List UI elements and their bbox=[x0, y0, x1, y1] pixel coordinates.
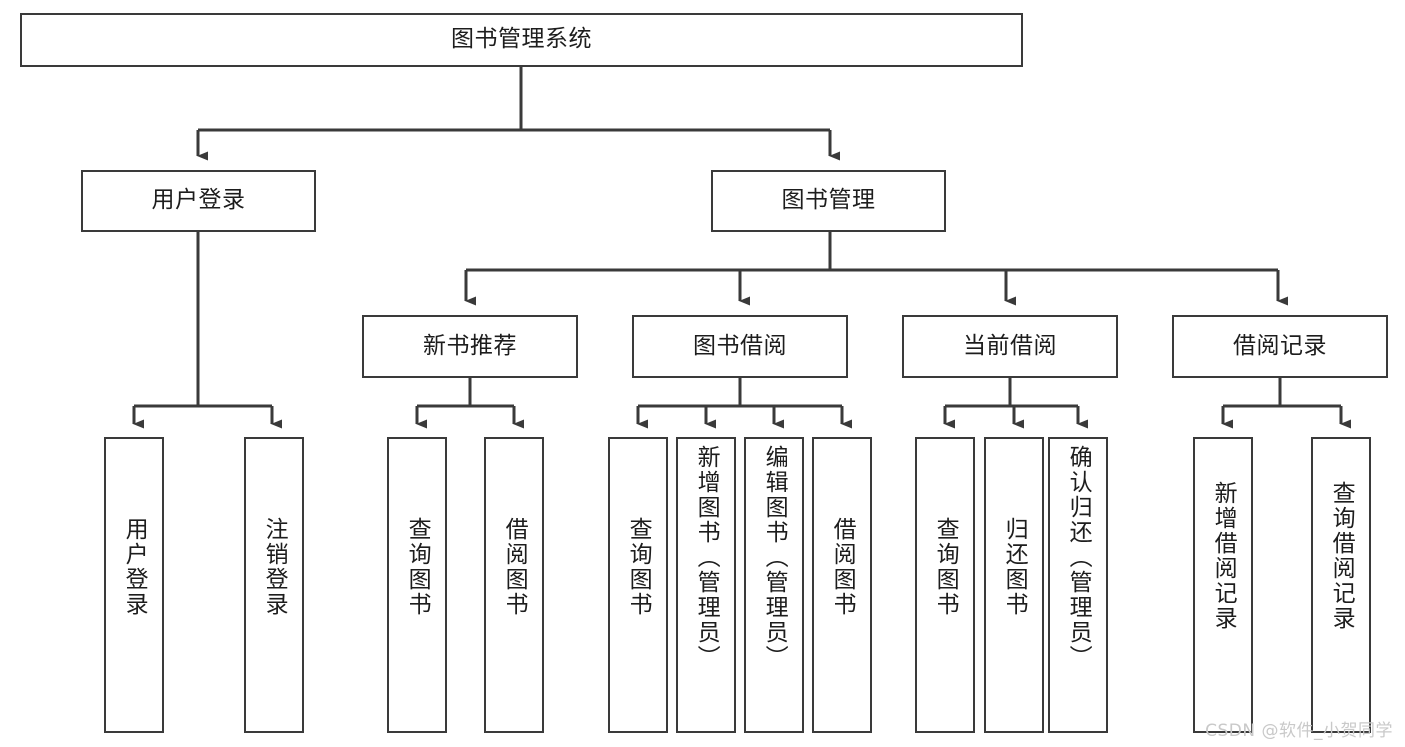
node-leaf-query-record-label: 查询借阅记录 bbox=[1328, 481, 1355, 631]
node-leaf-confirm-return[interactable]: 确认归还（管理员） bbox=[1048, 437, 1108, 733]
node-book-borrow-label: 图书借阅 bbox=[693, 332, 787, 359]
node-leaf-query-book-3-label: 查询图书 bbox=[932, 517, 959, 617]
node-leaf-borrow-book-2-label: 借阅图书 bbox=[829, 517, 856, 617]
node-leaf-user-login[interactable]: 用户登录 bbox=[104, 437, 164, 733]
node-leaf-query-book-3[interactable]: 查询图书 bbox=[915, 437, 975, 733]
node-root[interactable]: 图书管理系统 bbox=[20, 13, 1023, 67]
node-user-login-label: 用户登录 bbox=[151, 187, 246, 214]
node-leaf-borrow-book-1[interactable]: 借阅图书 bbox=[484, 437, 544, 733]
node-leaf-user-login-label: 用户登录 bbox=[121, 517, 148, 617]
node-leaf-borrow-book-1-label: 借阅图书 bbox=[501, 517, 528, 617]
node-borrow-record-label: 借阅记录 bbox=[1233, 332, 1327, 359]
node-current-borrow[interactable]: 当前借阅 bbox=[902, 315, 1118, 378]
node-book-manage[interactable]: 图书管理 bbox=[711, 170, 946, 232]
node-user-login[interactable]: 用户登录 bbox=[81, 170, 316, 232]
node-leaf-borrow-book-2[interactable]: 借阅图书 bbox=[812, 437, 872, 733]
node-leaf-add-record-label: 新增借阅记录 bbox=[1210, 481, 1237, 631]
node-new-book-recommend[interactable]: 新书推荐 bbox=[362, 315, 578, 378]
node-new-book-recommend-label: 新书推荐 bbox=[423, 332, 517, 359]
node-leaf-query-book-1-label: 查询图书 bbox=[404, 517, 431, 617]
node-leaf-query-record[interactable]: 查询借阅记录 bbox=[1311, 437, 1371, 733]
node-root-label: 图书管理系统 bbox=[451, 26, 592, 53]
node-leaf-user-logout-label: 注销登录 bbox=[261, 517, 288, 617]
node-leaf-query-book-1[interactable]: 查询图书 bbox=[387, 437, 447, 733]
node-leaf-add-book[interactable]: 新增图书（管理员） bbox=[676, 437, 736, 733]
node-leaf-add-book-label: 新增图书（管理员） bbox=[693, 445, 720, 670]
node-book-manage-label: 图书管理 bbox=[781, 187, 876, 214]
node-leaf-add-record[interactable]: 新增借阅记录 bbox=[1193, 437, 1253, 733]
node-leaf-query-book-2-label: 查询图书 bbox=[625, 517, 652, 617]
node-leaf-edit-book[interactable]: 编辑图书（管理员） bbox=[744, 437, 804, 733]
node-current-borrow-label: 当前借阅 bbox=[963, 332, 1057, 359]
node-leaf-return-book-label: 归还图书 bbox=[1001, 517, 1028, 617]
node-leaf-confirm-return-label: 确认归还（管理员） bbox=[1065, 445, 1092, 670]
node-book-borrow[interactable]: 图书借阅 bbox=[632, 315, 848, 378]
watermark: CSDN @软件_小贺同学 bbox=[1205, 721, 1393, 741]
node-leaf-query-book-2[interactable]: 查询图书 bbox=[608, 437, 668, 733]
node-borrow-record[interactable]: 借阅记录 bbox=[1172, 315, 1388, 378]
node-leaf-return-book[interactable]: 归还图书 bbox=[984, 437, 1044, 733]
node-leaf-edit-book-label: 编辑图书（管理员） bbox=[761, 445, 788, 670]
node-leaf-user-logout[interactable]: 注销登录 bbox=[244, 437, 304, 733]
